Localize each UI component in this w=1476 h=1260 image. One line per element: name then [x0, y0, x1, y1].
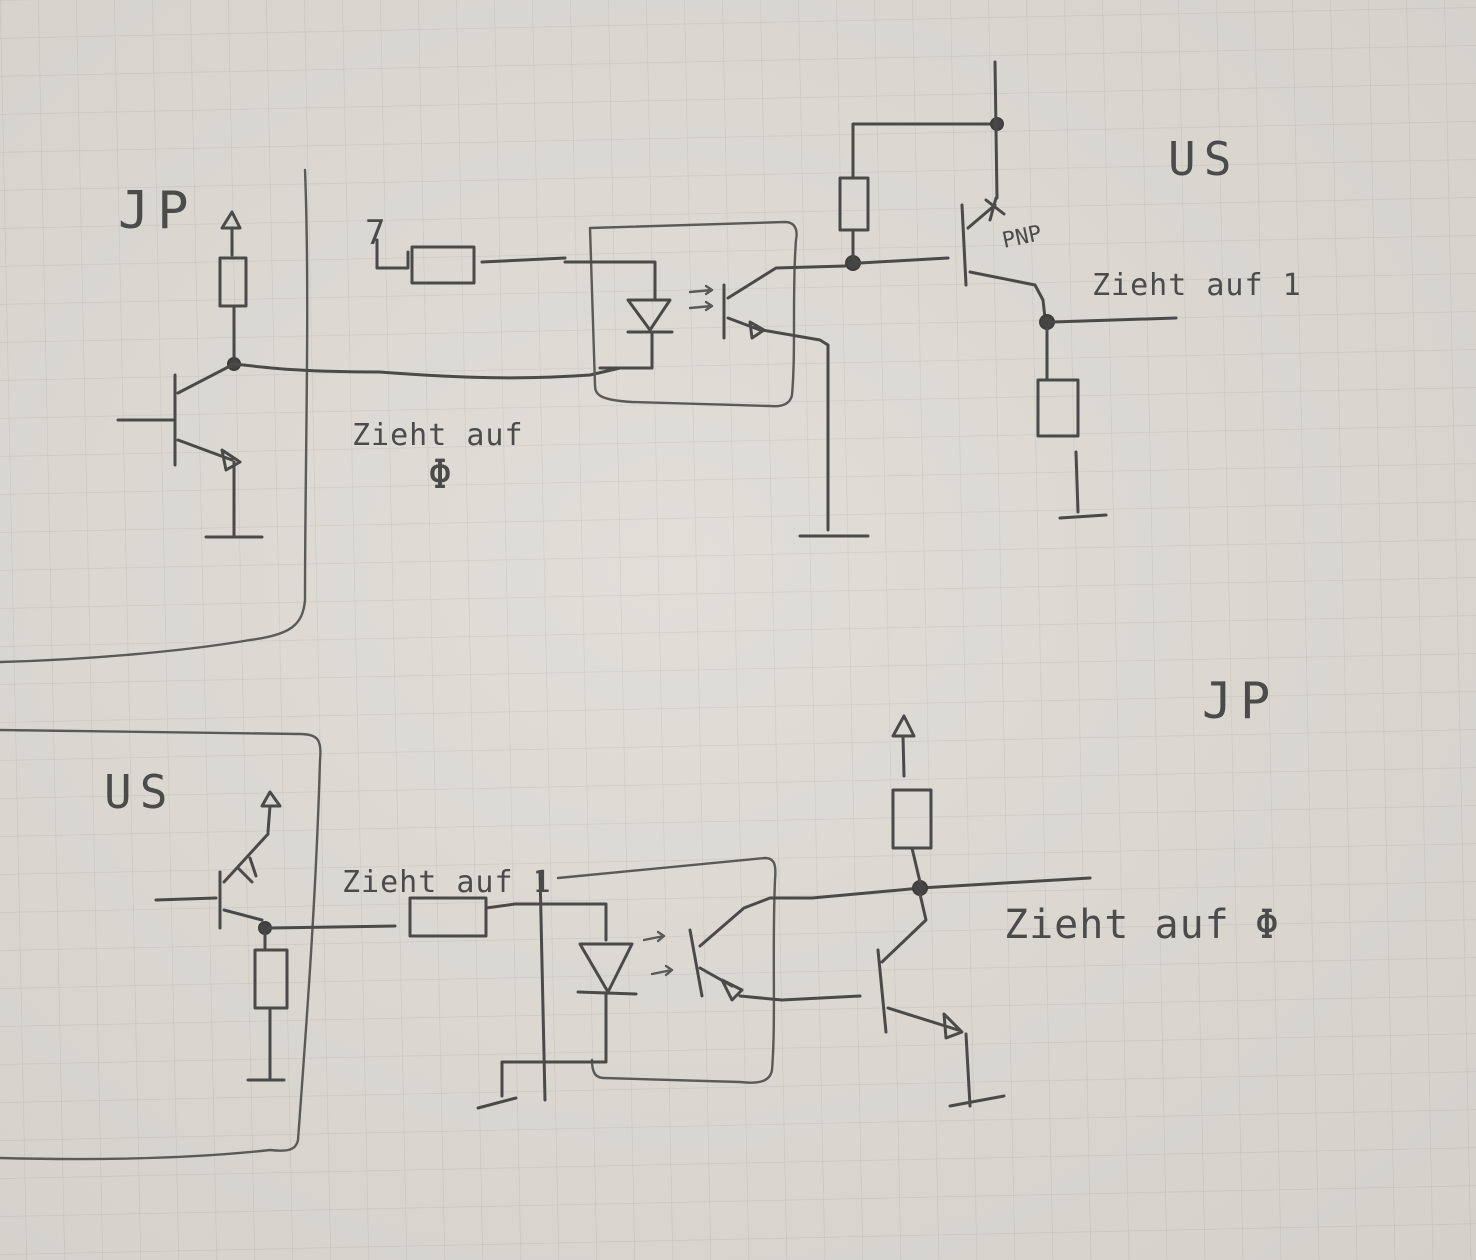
light-arrows-icon-top	[688, 284, 714, 312]
note-pulls-zero-top-value: Φ	[428, 452, 452, 498]
pnp-transistor-top	[858, 196, 1047, 320]
supply-arrow-icon	[260, 790, 282, 834]
wire	[851, 122, 997, 180]
signal-wire-bottom	[268, 924, 397, 930]
ground-symbol-bottom-us	[246, 1006, 286, 1082]
jp-label-bottom: JP	[1202, 672, 1278, 730]
input-label-top: 7	[365, 213, 385, 253]
junction-dot	[845, 255, 861, 271]
resistor-to-led-wire	[484, 902, 608, 942]
light-arrows-icon-bottom	[642, 930, 674, 977]
jp-enclosure-top	[0, 168, 309, 664]
us-enclosure-bottom	[0, 728, 322, 1161]
led-icon-bottom	[476, 942, 638, 1110]
led-icon-top	[563, 260, 674, 370]
supply-arrow-icon	[220, 210, 242, 257]
note-pulls-one-top: Zieht auf 1	[1092, 268, 1302, 303]
top-circuit: JP Zieht auf Φ 7 PNP	[0, 60, 1302, 664]
note-pulls-zero-bottom: Zieht auf Φ	[1004, 902, 1280, 948]
series-resistor-top	[410, 245, 476, 285]
pnp-transistor-bottom	[154, 832, 270, 930]
pulldown-resistor-top	[1036, 378, 1080, 438]
output-wire-bottom	[810, 876, 1092, 900]
signal-wire-top	[232, 362, 622, 380]
bottom-circuit: US Zieht auf 1 JP Zieht auf Φ	[0, 672, 1280, 1161]
phototransistor-bottom	[688, 896, 862, 1002]
optocoupler-bottom	[556, 856, 777, 1084]
wire	[910, 846, 922, 884]
note-pulls-zero-top: Zieht auf	[352, 418, 524, 453]
supply-arrow-icon	[891, 714, 916, 778]
us-label-bottom: US	[104, 765, 175, 819]
supply-rail	[993, 60, 999, 200]
resistor-to-led-wire	[480, 256, 567, 264]
series-resistor-bottom	[408, 896, 488, 938]
input-wire	[375, 238, 410, 270]
phototransistor-top	[722, 264, 870, 538]
jp-label-top: JP	[118, 181, 197, 241]
npn-transistor-top	[116, 362, 264, 539]
output-wire-top	[1051, 316, 1178, 324]
ground-symbol-top	[1058, 450, 1108, 520]
npn-transistor-bottom	[876, 892, 1006, 1108]
note-pulls-one-bottom: Zieht auf 1	[342, 865, 552, 900]
us-label-top: US	[1168, 132, 1239, 186]
optocoupler-top	[588, 220, 798, 408]
